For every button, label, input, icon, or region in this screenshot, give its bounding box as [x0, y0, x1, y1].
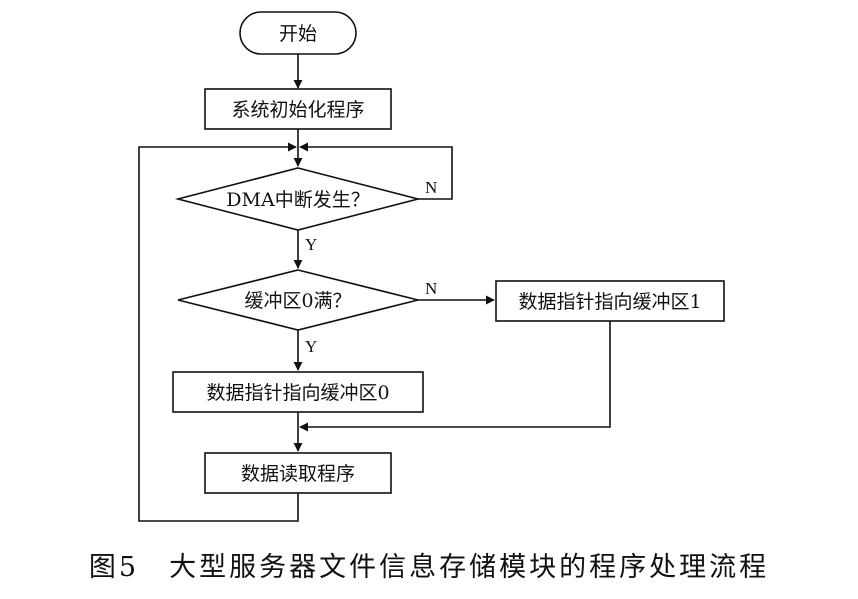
start-label: 开始	[279, 23, 317, 45]
ptr-buffer0-label: 数据指针指向缓冲区0	[206, 382, 389, 404]
edge-dma-no-loop	[299, 142, 453, 200]
dma-yes-label: Y	[305, 235, 317, 254]
figure-caption: 图5 大型服务器文件信息存储模块的程序处理流程	[88, 552, 770, 583]
buffer0-label: 缓冲区0满？	[244, 290, 351, 312]
buffer0-yes-label: Y	[305, 337, 317, 356]
edge-read-loop	[138, 142, 299, 522]
dma-label: DMA中断发生？	[226, 189, 369, 211]
read-label: 数据读取程序	[241, 463, 355, 485]
dma-no-label: N	[425, 178, 437, 197]
edge-ptr1-merge	[299, 321, 611, 432]
init-label: 系统初始化程序	[231, 99, 364, 121]
buffer0-no-label: N	[425, 279, 437, 298]
ptr-buffer1-label: 数据指针指向缓冲区1	[518, 291, 701, 313]
